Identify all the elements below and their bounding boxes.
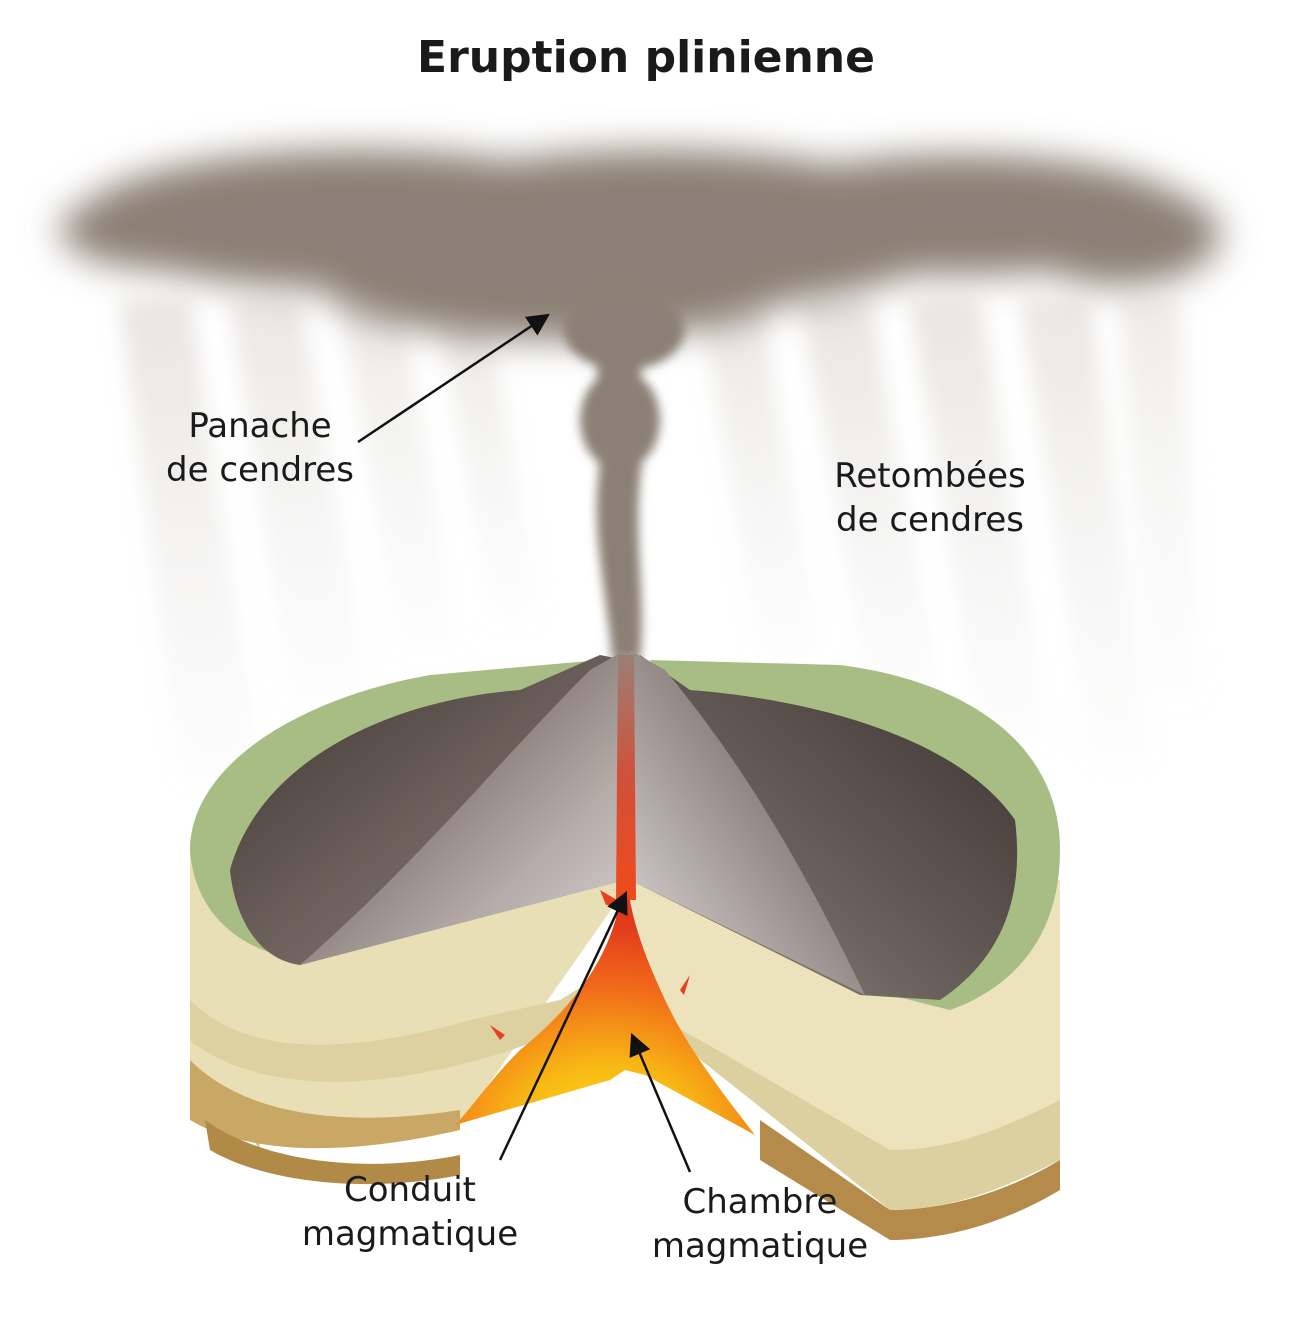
label-magma-conduit: Conduit magmatique [270,1168,550,1256]
label-ash-fallout: Retombées de cendres [800,454,1060,542]
magma-conduit [616,655,636,900]
label-ash-plume: Panache de cendres [140,404,380,492]
label-magma-chamber: Chambre magmatique [620,1180,900,1268]
label-magma-conduit-line2: magmatique [301,1214,519,1254]
ash-fallout [120,300,1200,780]
arrow-conduit [498,890,628,1161]
label-magma-chamber-line1: Chambre [682,1182,838,1222]
diagram-title: Eruption plinienne [417,32,875,83]
cone-section-left [300,650,625,965]
arrow-chamber [629,1032,692,1173]
label-ash-fallout-line2: de cendres [836,500,1024,540]
label-magma-conduit-line1: Conduit [344,1170,476,1210]
pointer-arrows [357,313,692,1173]
label-ash-plume-line1: Panache [188,406,332,446]
magma-chamber [455,900,755,1135]
label-magma-chamber-line2: magmatique [651,1226,869,1266]
ash-plume [60,150,1220,660]
volcano-block [190,650,1060,1240]
arrow-plume [357,313,550,444]
cone-section-right [630,650,865,995]
label-ash-plume-line2: de cendres [166,450,354,490]
label-ash-fallout-line1: Retombées [834,456,1026,496]
